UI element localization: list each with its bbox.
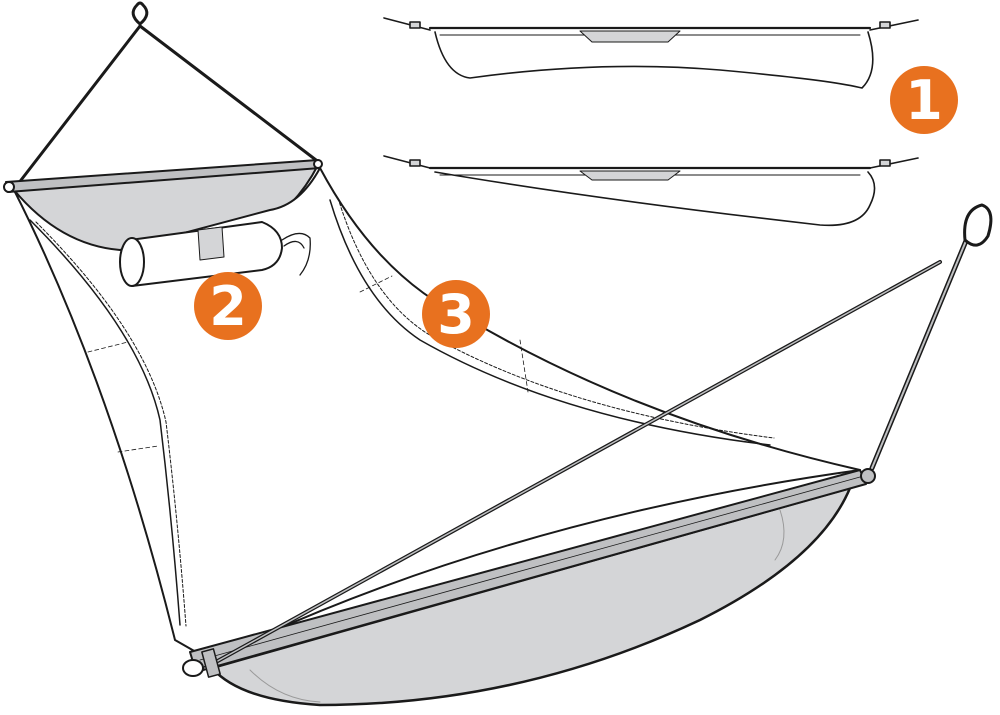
suspension-line-right xyxy=(869,157,919,169)
callout-number-2: 2 xyxy=(209,275,247,338)
center-panel xyxy=(579,170,681,181)
spreader-bar-edge xyxy=(199,476,861,661)
center-panel xyxy=(579,30,681,43)
callout-badge-2: 2 xyxy=(194,272,262,340)
pillow-cord xyxy=(281,232,311,276)
callout-circle xyxy=(194,272,262,340)
hammock-body-outline xyxy=(434,31,874,89)
end-fitting-head-right xyxy=(313,159,323,169)
fabric-fold xyxy=(774,509,785,561)
hammock-side-view-lower xyxy=(383,155,919,227)
suspension-line-left xyxy=(383,17,431,31)
hammock-main xyxy=(3,1,993,707)
seam-right-stitch xyxy=(337,197,775,439)
tensioner-right xyxy=(879,159,891,167)
end-fitting-right xyxy=(860,468,876,484)
suspension-line-left xyxy=(383,155,431,169)
callout-circle xyxy=(890,66,958,134)
pillow-strap xyxy=(197,226,225,261)
dashed-line xyxy=(87,341,129,353)
pillow-cord xyxy=(283,240,305,249)
seam-right-outer xyxy=(329,199,771,446)
tensioner-left xyxy=(409,21,421,29)
dashed-line xyxy=(117,445,159,453)
fabric-fold xyxy=(249,669,321,703)
foot-end-fabric xyxy=(210,486,852,707)
diagonal-line-inner xyxy=(204,261,941,669)
callout-badge-3: 3 xyxy=(422,280,490,348)
dashed-line xyxy=(519,339,529,393)
end-fitting-left xyxy=(182,659,204,677)
suspension-strap-left-b xyxy=(138,24,318,162)
hanging-loop-left xyxy=(131,1,149,26)
hanging-loop-right xyxy=(963,203,993,247)
callout-number-1: 1 xyxy=(905,69,943,132)
pillow-end xyxy=(119,237,145,287)
end-fitting-head-left xyxy=(3,181,15,193)
seam-left-stitch xyxy=(35,221,187,627)
suspension-strap-left-a xyxy=(16,24,142,186)
tensioner-left xyxy=(409,159,421,167)
hammock-body-outline xyxy=(434,171,876,227)
suspension-line-right xyxy=(869,19,919,31)
callout-number-3: 3 xyxy=(437,283,475,346)
callout-badge-1: 1 xyxy=(890,66,958,134)
pillow xyxy=(119,221,311,287)
dashed-line xyxy=(359,275,393,293)
tensioner-right xyxy=(879,21,891,29)
buckle-left xyxy=(201,648,221,678)
callout-circle xyxy=(422,280,490,348)
suspension-strap-right-inner xyxy=(871,235,969,469)
seam-left-outer xyxy=(29,219,181,626)
hammock-side-view-upper xyxy=(383,17,919,89)
